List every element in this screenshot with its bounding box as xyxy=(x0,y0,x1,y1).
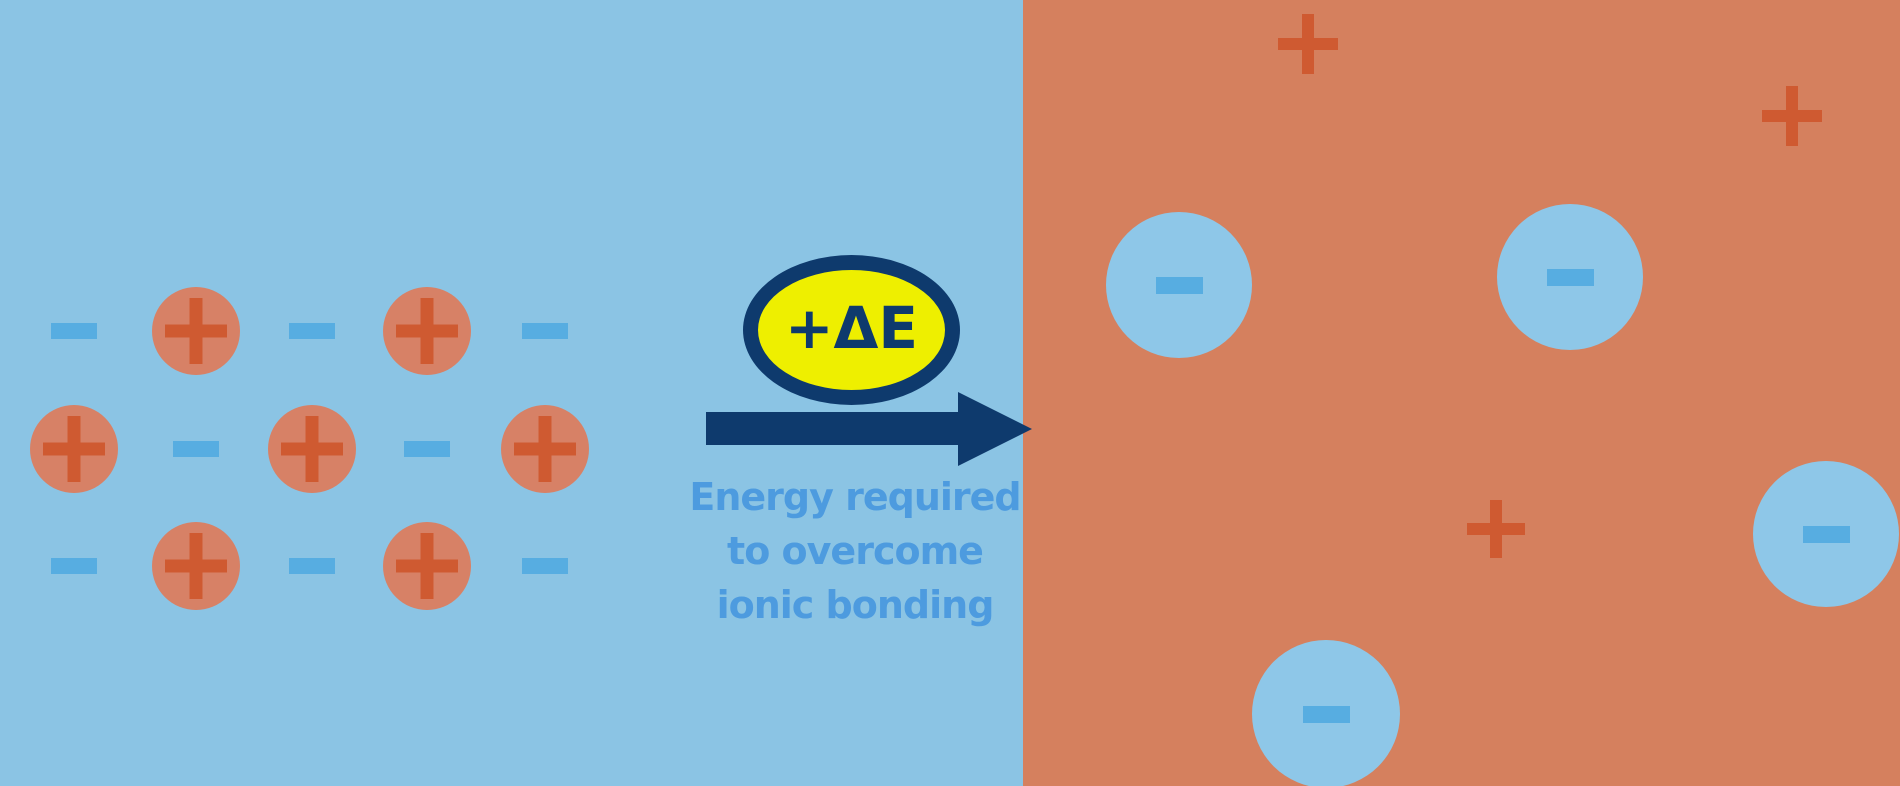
anion-minus-icon xyxy=(1546,268,1594,286)
separated-ions-region xyxy=(1023,0,1900,786)
lattice-cation xyxy=(30,405,118,493)
plus-icon xyxy=(1278,14,1338,74)
lattice-cation xyxy=(383,287,471,375)
lattice-cation xyxy=(383,522,471,610)
plus-icon xyxy=(152,522,240,610)
lattice-cation xyxy=(501,405,589,493)
caption-line-2: to overcome xyxy=(727,529,984,573)
reaction-arrow-head xyxy=(958,392,1032,466)
free-cation-plus-icon xyxy=(1467,500,1525,558)
caption-line-1: Energy required xyxy=(689,475,1021,519)
lattice-cation xyxy=(152,522,240,610)
reaction-arrow-shaft xyxy=(706,412,958,445)
plus-icon-bar-v xyxy=(1490,500,1502,558)
lattice-anion-minus-icon xyxy=(51,323,97,339)
lattice-anion-minus-icon xyxy=(522,323,568,339)
plus-icon-bar-v xyxy=(1302,14,1314,74)
energy-badge: +ΔE xyxy=(743,255,960,405)
plus-icon xyxy=(501,405,589,493)
free-anion xyxy=(1753,461,1899,607)
energy-badge-label: +ΔE xyxy=(784,294,919,362)
plus-icon-bar-v xyxy=(420,298,434,364)
anion-minus-icon xyxy=(1155,276,1203,294)
plus-icon xyxy=(30,405,118,493)
plus-icon xyxy=(1467,500,1525,558)
plus-icon xyxy=(152,287,240,375)
anion-minus-icon xyxy=(1302,705,1350,723)
lattice-anion-minus-icon xyxy=(289,323,335,339)
lattice-anion-minus-icon xyxy=(173,441,219,457)
plus-icon xyxy=(383,522,471,610)
plus-icon-bar-v xyxy=(189,298,203,364)
lattice-cation xyxy=(268,405,356,493)
lattice-cation xyxy=(152,287,240,375)
free-anion xyxy=(1497,204,1643,350)
free-anion xyxy=(1252,640,1400,786)
free-cation-plus-icon xyxy=(1278,14,1338,74)
arrow-caption: Energy required to overcome ionic bondin… xyxy=(689,470,1021,632)
plus-icon-bar-v xyxy=(538,416,552,482)
lattice-anion-minus-icon xyxy=(404,441,450,457)
plus-icon xyxy=(1762,86,1822,146)
plus-icon-bar-v xyxy=(67,416,81,482)
plus-icon-bar-v xyxy=(189,533,203,599)
plus-icon xyxy=(268,405,356,493)
anion-minus-icon xyxy=(1802,525,1850,543)
lattice-anion-minus-icon xyxy=(289,558,335,574)
plus-icon xyxy=(383,287,471,375)
lattice-anion-minus-icon xyxy=(51,558,97,574)
plus-icon-bar-v xyxy=(420,533,434,599)
free-anion xyxy=(1106,212,1252,358)
lattice-anion-minus-icon xyxy=(522,558,568,574)
plus-icon-bar-v xyxy=(1786,86,1798,146)
plus-icon-bar-v xyxy=(305,416,319,482)
caption-line-3: ionic bonding xyxy=(716,583,995,627)
free-cation-plus-icon xyxy=(1762,86,1822,146)
